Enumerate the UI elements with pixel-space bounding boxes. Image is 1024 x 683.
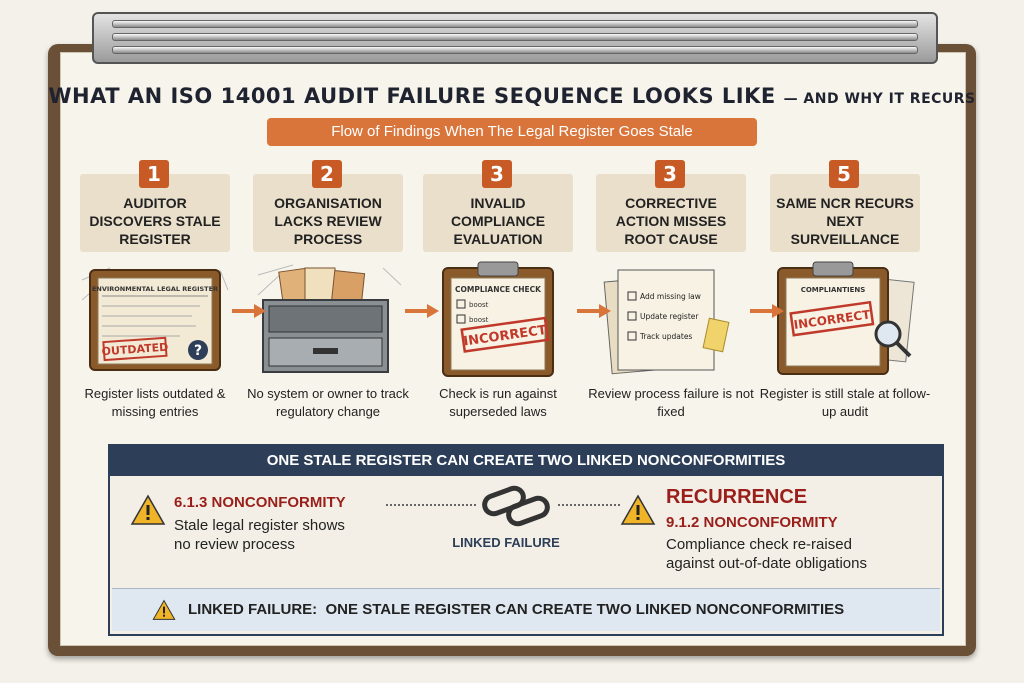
recurrence-heading: RECURRENCE — [666, 486, 808, 508]
arrow-right-icon — [750, 304, 784, 318]
step-number-badge: 2 — [312, 160, 342, 188]
nc-left-desc-2: no review process — [174, 536, 295, 553]
doc-title: COMPLIANTIENS — [801, 286, 866, 294]
footer-text: LINKED FAILURE: ONE STALE REGISTER CAN C… — [188, 601, 844, 618]
step-title: ORGANISATION LACKS REVIEW PROCESS — [274, 195, 382, 247]
action-item: Update register — [640, 312, 699, 321]
compliance-check-illustration: COMPLIANCE CHECK boost boost INCORRECT — [442, 261, 554, 377]
step-title: INVALID COMPLIANCE EVALUATION — [450, 195, 546, 247]
doc-title: COMPLIANCE CHECK — [455, 285, 542, 294]
check-item: boost — [469, 316, 489, 324]
question-icon — [188, 340, 208, 360]
step-caption: No system or owner to track regulatory c… — [247, 386, 409, 419]
step-title-box: CORRECTIVE ACTION MISSES ROOT CAUSE — [596, 174, 746, 252]
panel-header: ONE STALE REGISTER CAN CREATE TWO LINKED… — [110, 446, 942, 476]
subtitle-banner: Flow of Findings When The Legal Register… — [267, 118, 757, 146]
corrective-action-illustration: Add missing law Update register Track up… — [603, 269, 730, 375]
page-title: WHAT AN ISO 14001 AUDIT FAILURE SEQUENCE… — [0, 84, 1024, 108]
stale-register-illustration: ENVIRONMENTAL LEGAL REGISTER OUTDATED ? — [81, 267, 229, 371]
footer-message: ONE STALE REGISTER CAN CREATE TWO LINKED… — [325, 601, 845, 618]
link-label: LINKED FAILURE — [452, 535, 560, 550]
nc-right-desc-2: against out-of-date obligations — [666, 555, 867, 572]
step-number-badge: 3 — [655, 160, 685, 188]
arrow-right-icon — [232, 304, 266, 318]
step-caption: Register is still stale at follow-up aud… — [759, 386, 931, 419]
nc-right-title: 9.1.2 NONCONFORMITY — [666, 514, 838, 531]
magnifier-icon — [874, 320, 912, 358]
svg-text:?: ? — [194, 343, 202, 359]
clipboard-clip — [92, 12, 938, 64]
nc-right-desc-1: Compliance check re-raised — [666, 536, 852, 553]
arrow-right-icon — [577, 304, 611, 318]
title-main: WHAT AN ISO 14001 AUDIT FAILURE SEQUENCE… — [48, 84, 776, 108]
warning-icon — [620, 494, 656, 525]
recurring-ncr-illustration: COMPLIANTIENS INCORRECT — [777, 261, 915, 375]
step-title: SAME NCR RECURS NEXT SURVEILLANCE — [776, 195, 914, 247]
step-title: CORRECTIVE ACTION MISSES ROOT CAUSE — [615, 195, 727, 247]
step-number-badge: 5 — [829, 160, 859, 188]
title-suffix: — AND WHY IT RECURS — [783, 91, 976, 107]
dotted-connector — [386, 504, 476, 506]
footer-label: LINKED FAILURE: — [188, 601, 318, 618]
step-title: AUDITOR DISCOVERS STALE REGISTER — [89, 195, 221, 247]
panel-footer: LINKED FAILURE: ONE STALE REGISTER CAN C… — [112, 588, 940, 631]
step-caption: Review process failure is not fixed — [588, 386, 754, 419]
nc-left-title: 6.1.3 NONCONFORMITY — [174, 494, 346, 511]
step-caption: Check is run against superseded laws — [439, 386, 557, 419]
step-caption: Register lists outdated & missing entrie… — [84, 386, 226, 419]
stamp-text: OUTDATED — [101, 341, 168, 359]
warning-icon — [152, 599, 176, 620]
step-number-badge: 1 — [139, 160, 169, 188]
outdated-stamp: OUTDATED — [101, 336, 169, 362]
clip-rod — [112, 46, 918, 54]
check-item: boost — [469, 301, 489, 309]
doc-title: ENVIRONMENTAL LEGAL REGISTER — [92, 285, 218, 293]
clip-rod — [112, 33, 918, 41]
step-title-box: INVALID COMPLIANCE EVALUATION — [423, 174, 573, 252]
dotted-connector — [558, 504, 620, 506]
file-cabinet-icon — [257, 264, 402, 373]
chain-link-icon — [482, 485, 550, 527]
step-number-badge: 3 — [482, 160, 512, 188]
warning-icon — [130, 494, 166, 525]
clip-rod — [112, 20, 918, 28]
action-item: Add missing law — [640, 292, 701, 301]
action-item: Track updates — [639, 332, 692, 341]
arrow-right-icon — [405, 304, 439, 318]
nc-left-desc-1: Stale legal register shows — [174, 517, 345, 534]
linked-nonconformities-panel: ONE STALE REGISTER CAN CREATE TWO LINKED… — [108, 444, 944, 636]
